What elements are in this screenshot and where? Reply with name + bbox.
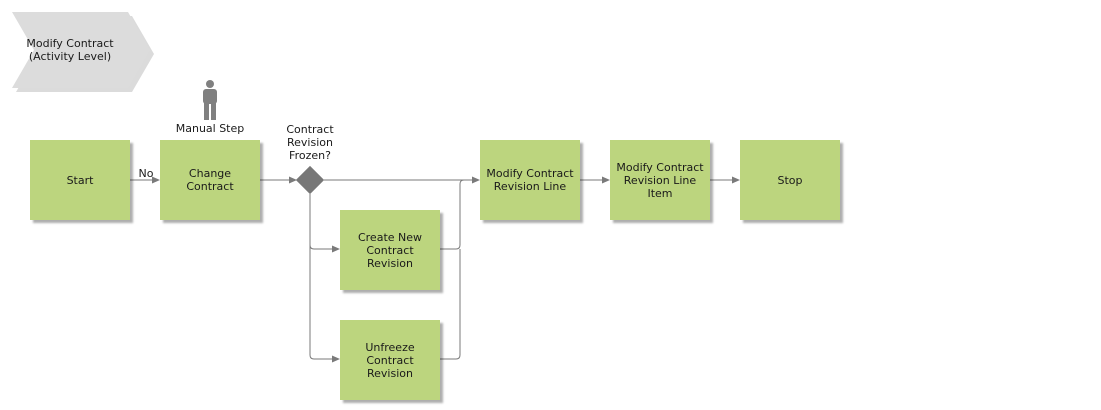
modify-revision-line-item-node[interactable]: Modify Contract Revision Line Item bbox=[610, 140, 710, 220]
stop-node[interactable]: Stop bbox=[740, 140, 840, 220]
unfreeze-revision-label: Unfreeze Contract Revision bbox=[365, 340, 415, 380]
create-new-revision-label: Create New Contract Revision bbox=[357, 230, 423, 270]
person-icon bbox=[203, 80, 217, 120]
create-new-revision-node[interactable]: Create New Contract Revision bbox=[340, 210, 440, 290]
edge-unfreeze-to-modify-line bbox=[440, 249, 461, 360]
modify-revision-line-label: Modify Contract Revision Line bbox=[486, 167, 574, 193]
change-contract-label: Change Contract bbox=[186, 167, 234, 193]
edge-create-to-modify-line bbox=[440, 179, 465, 250]
process-title: Modify Contract (Activity Level) bbox=[26, 37, 114, 63]
role-label: Manual Step bbox=[175, 122, 245, 135]
unfreeze-revision-node[interactable]: Unfreeze Contract Revision bbox=[340, 320, 440, 400]
modify-revision-line-node[interactable]: Modify Contract Revision Line bbox=[480, 140, 580, 220]
edge-gateway-to-unfreeze bbox=[309, 245, 340, 363]
start-node-label: Start bbox=[66, 173, 94, 187]
stop-node-label: Stop bbox=[777, 173, 803, 187]
process-banner-shape bbox=[12, 12, 154, 92]
modify-revision-line-item-label: Modify Contract Revision Line Item bbox=[616, 160, 704, 200]
gateway-question: Contract Revision Frozen? bbox=[286, 123, 334, 162]
start-node[interactable]: Start bbox=[30, 140, 130, 220]
edge-gateway-to-create bbox=[309, 194, 340, 253]
change-contract-node[interactable]: Change Contract bbox=[160, 140, 260, 220]
edge-label-no: No bbox=[138, 167, 154, 180]
